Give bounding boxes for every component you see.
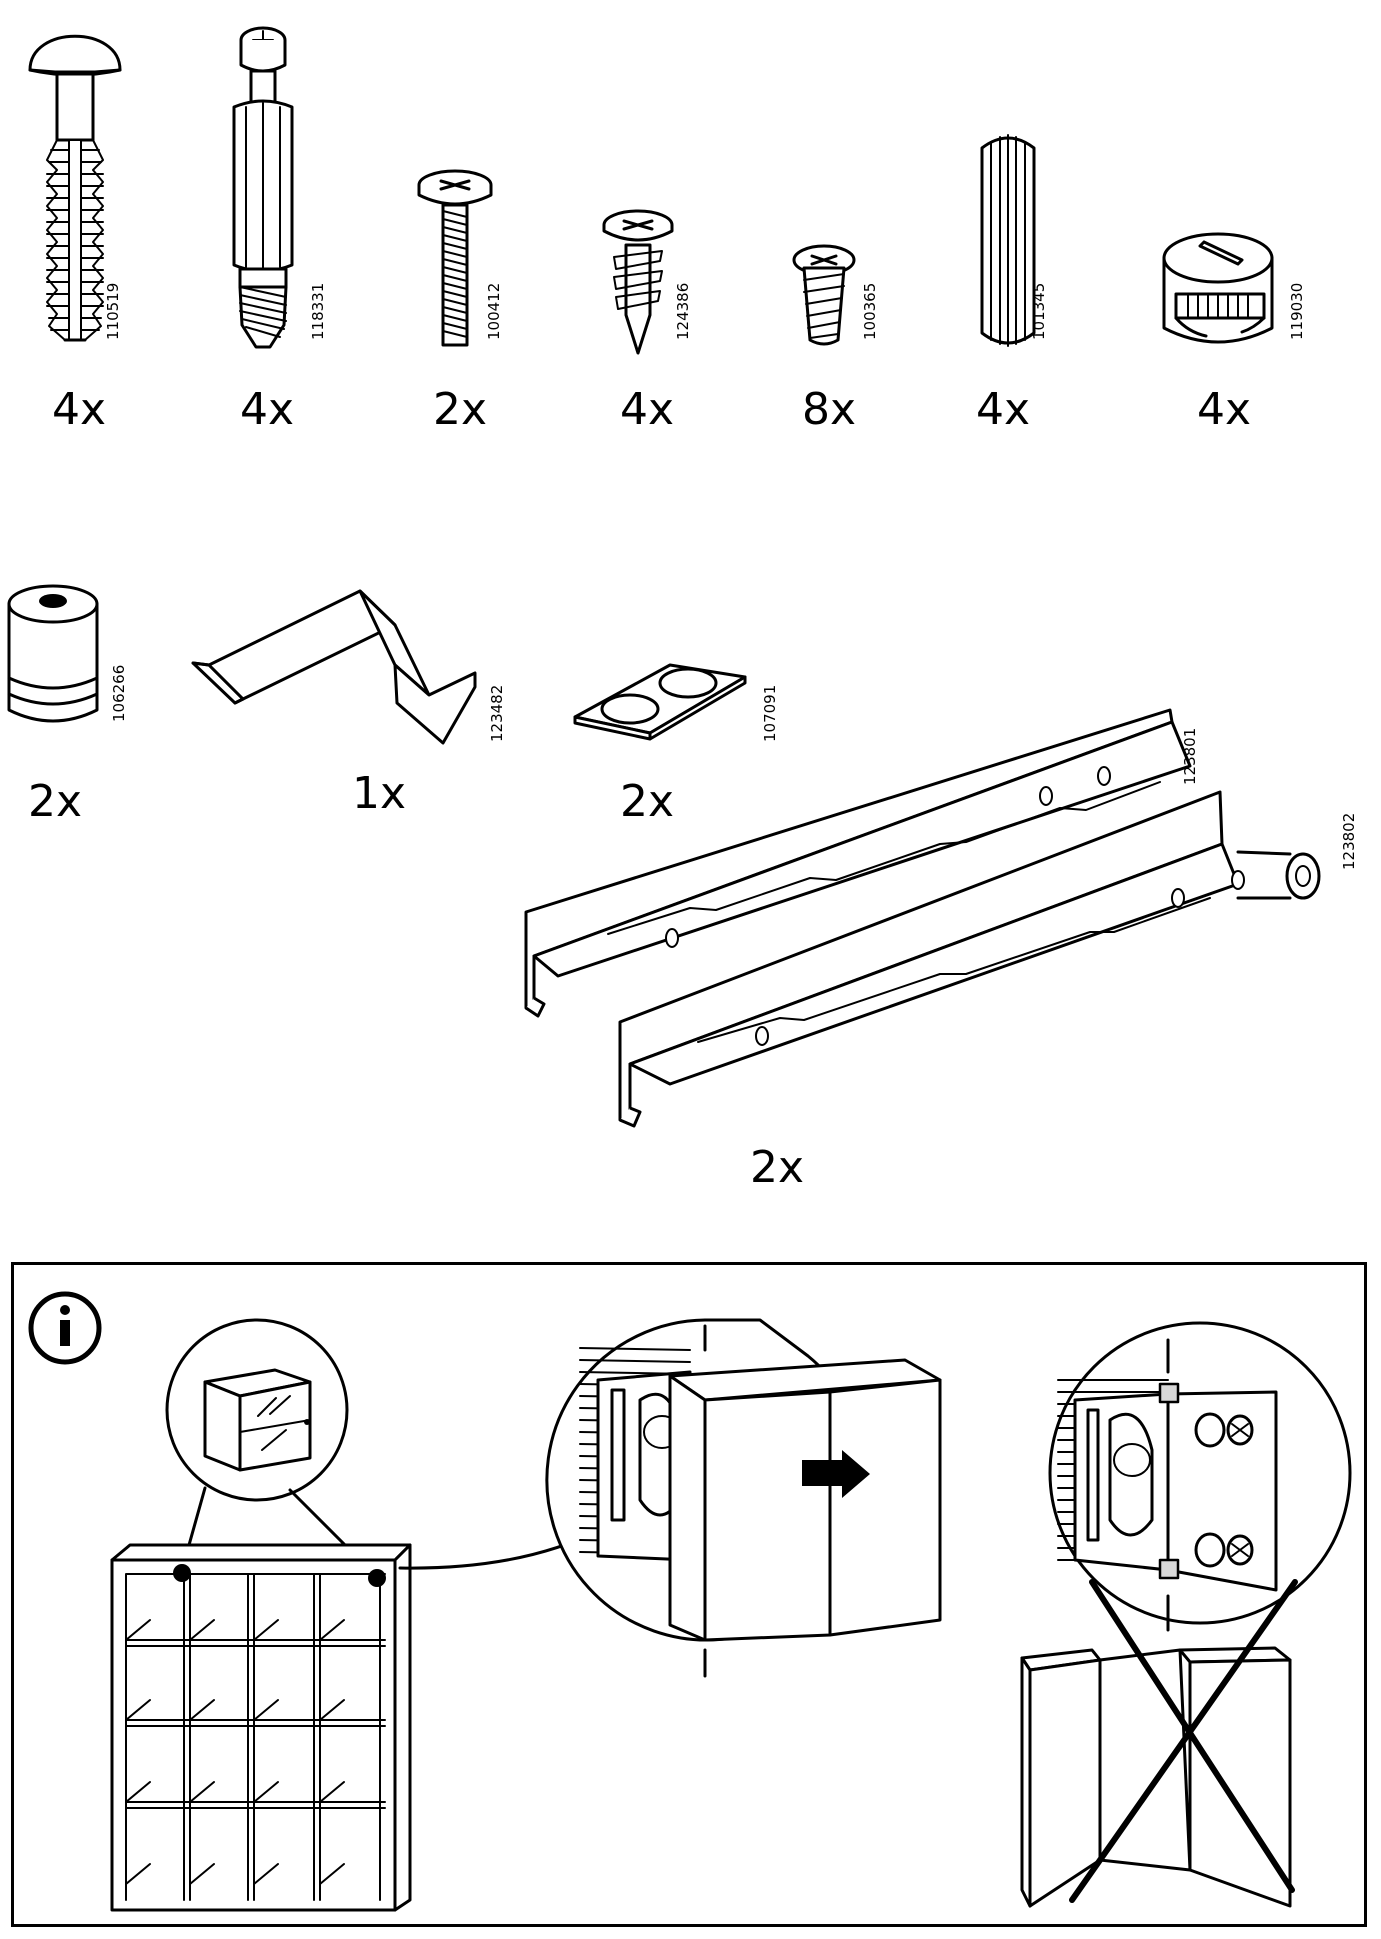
info-panel: i [11, 1262, 1367, 1927]
shelf-unit-icon [110, 1528, 602, 1912]
connector-bolt-icon [232, 26, 294, 349]
shelf-cube-detail-icon [165, 1318, 377, 1577]
part-quantity: 4x [1197, 384, 1252, 435]
part-106266 [5, 582, 105, 732]
part-119030 [1158, 228, 1278, 353]
hinge-correct-detail-icon [1048, 1321, 1352, 1632]
part-code: 101345 [1030, 282, 1048, 340]
part-code: 118331 [309, 282, 327, 340]
part-code: 123801 [1181, 727, 1199, 785]
door-attach-detail-icon [545, 1318, 942, 1678]
part-quantity: 2x [433, 384, 488, 435]
part-code: 100412 [485, 282, 503, 340]
part-124386 [600, 205, 680, 355]
part-code: 119030 [1288, 282, 1306, 340]
cam-bolt-icon [28, 34, 122, 342]
part-118331 [220, 25, 310, 350]
machine-screw-icon [417, 169, 493, 347]
part-quantity: 4x [976, 384, 1031, 435]
part-quantity: 4x [240, 384, 295, 435]
drawer-rail-left-icon [524, 708, 1192, 1018]
felt-pads-icon [573, 663, 747, 741]
part-100412 [415, 165, 495, 350]
part-code: 106266 [110, 664, 128, 722]
part-quantity: 4x [52, 384, 107, 435]
part-code: 100365 [861, 282, 879, 340]
part-code: 110519 [104, 282, 122, 340]
wood-screw-icon [602, 209, 674, 355]
cam-lock-icon [1162, 232, 1274, 344]
part-123482 [185, 585, 485, 750]
part-101345 [978, 128, 1038, 353]
part-code: 124386 [674, 282, 692, 340]
cylinder-knob-icon [7, 584, 99, 723]
short-screw-icon [792, 244, 856, 346]
part-110519 [25, 10, 135, 350]
part-code: 123482 [488, 684, 506, 742]
part-drawer-rails [520, 708, 1321, 1132]
drawer-rail-right-icon [618, 790, 1321, 1128]
part-code: 123802 [1340, 812, 1358, 870]
wrong-assembly-icon [1020, 1579, 1298, 1908]
part-quantity: 2x [750, 1142, 805, 1193]
part-quantity: 2x [620, 776, 675, 827]
part-quantity: 2x [28, 776, 83, 827]
wooden-dowel-icon [980, 134, 1036, 347]
part-quantity: 1x [352, 768, 407, 819]
part-quantity: 4x [620, 384, 675, 435]
angle-bracket-icon [191, 589, 477, 745]
part-100365 [790, 240, 860, 350]
part-quantity: 8x [802, 384, 857, 435]
info-icon [28, 1291, 102, 1365]
part-107091 [570, 655, 750, 745]
